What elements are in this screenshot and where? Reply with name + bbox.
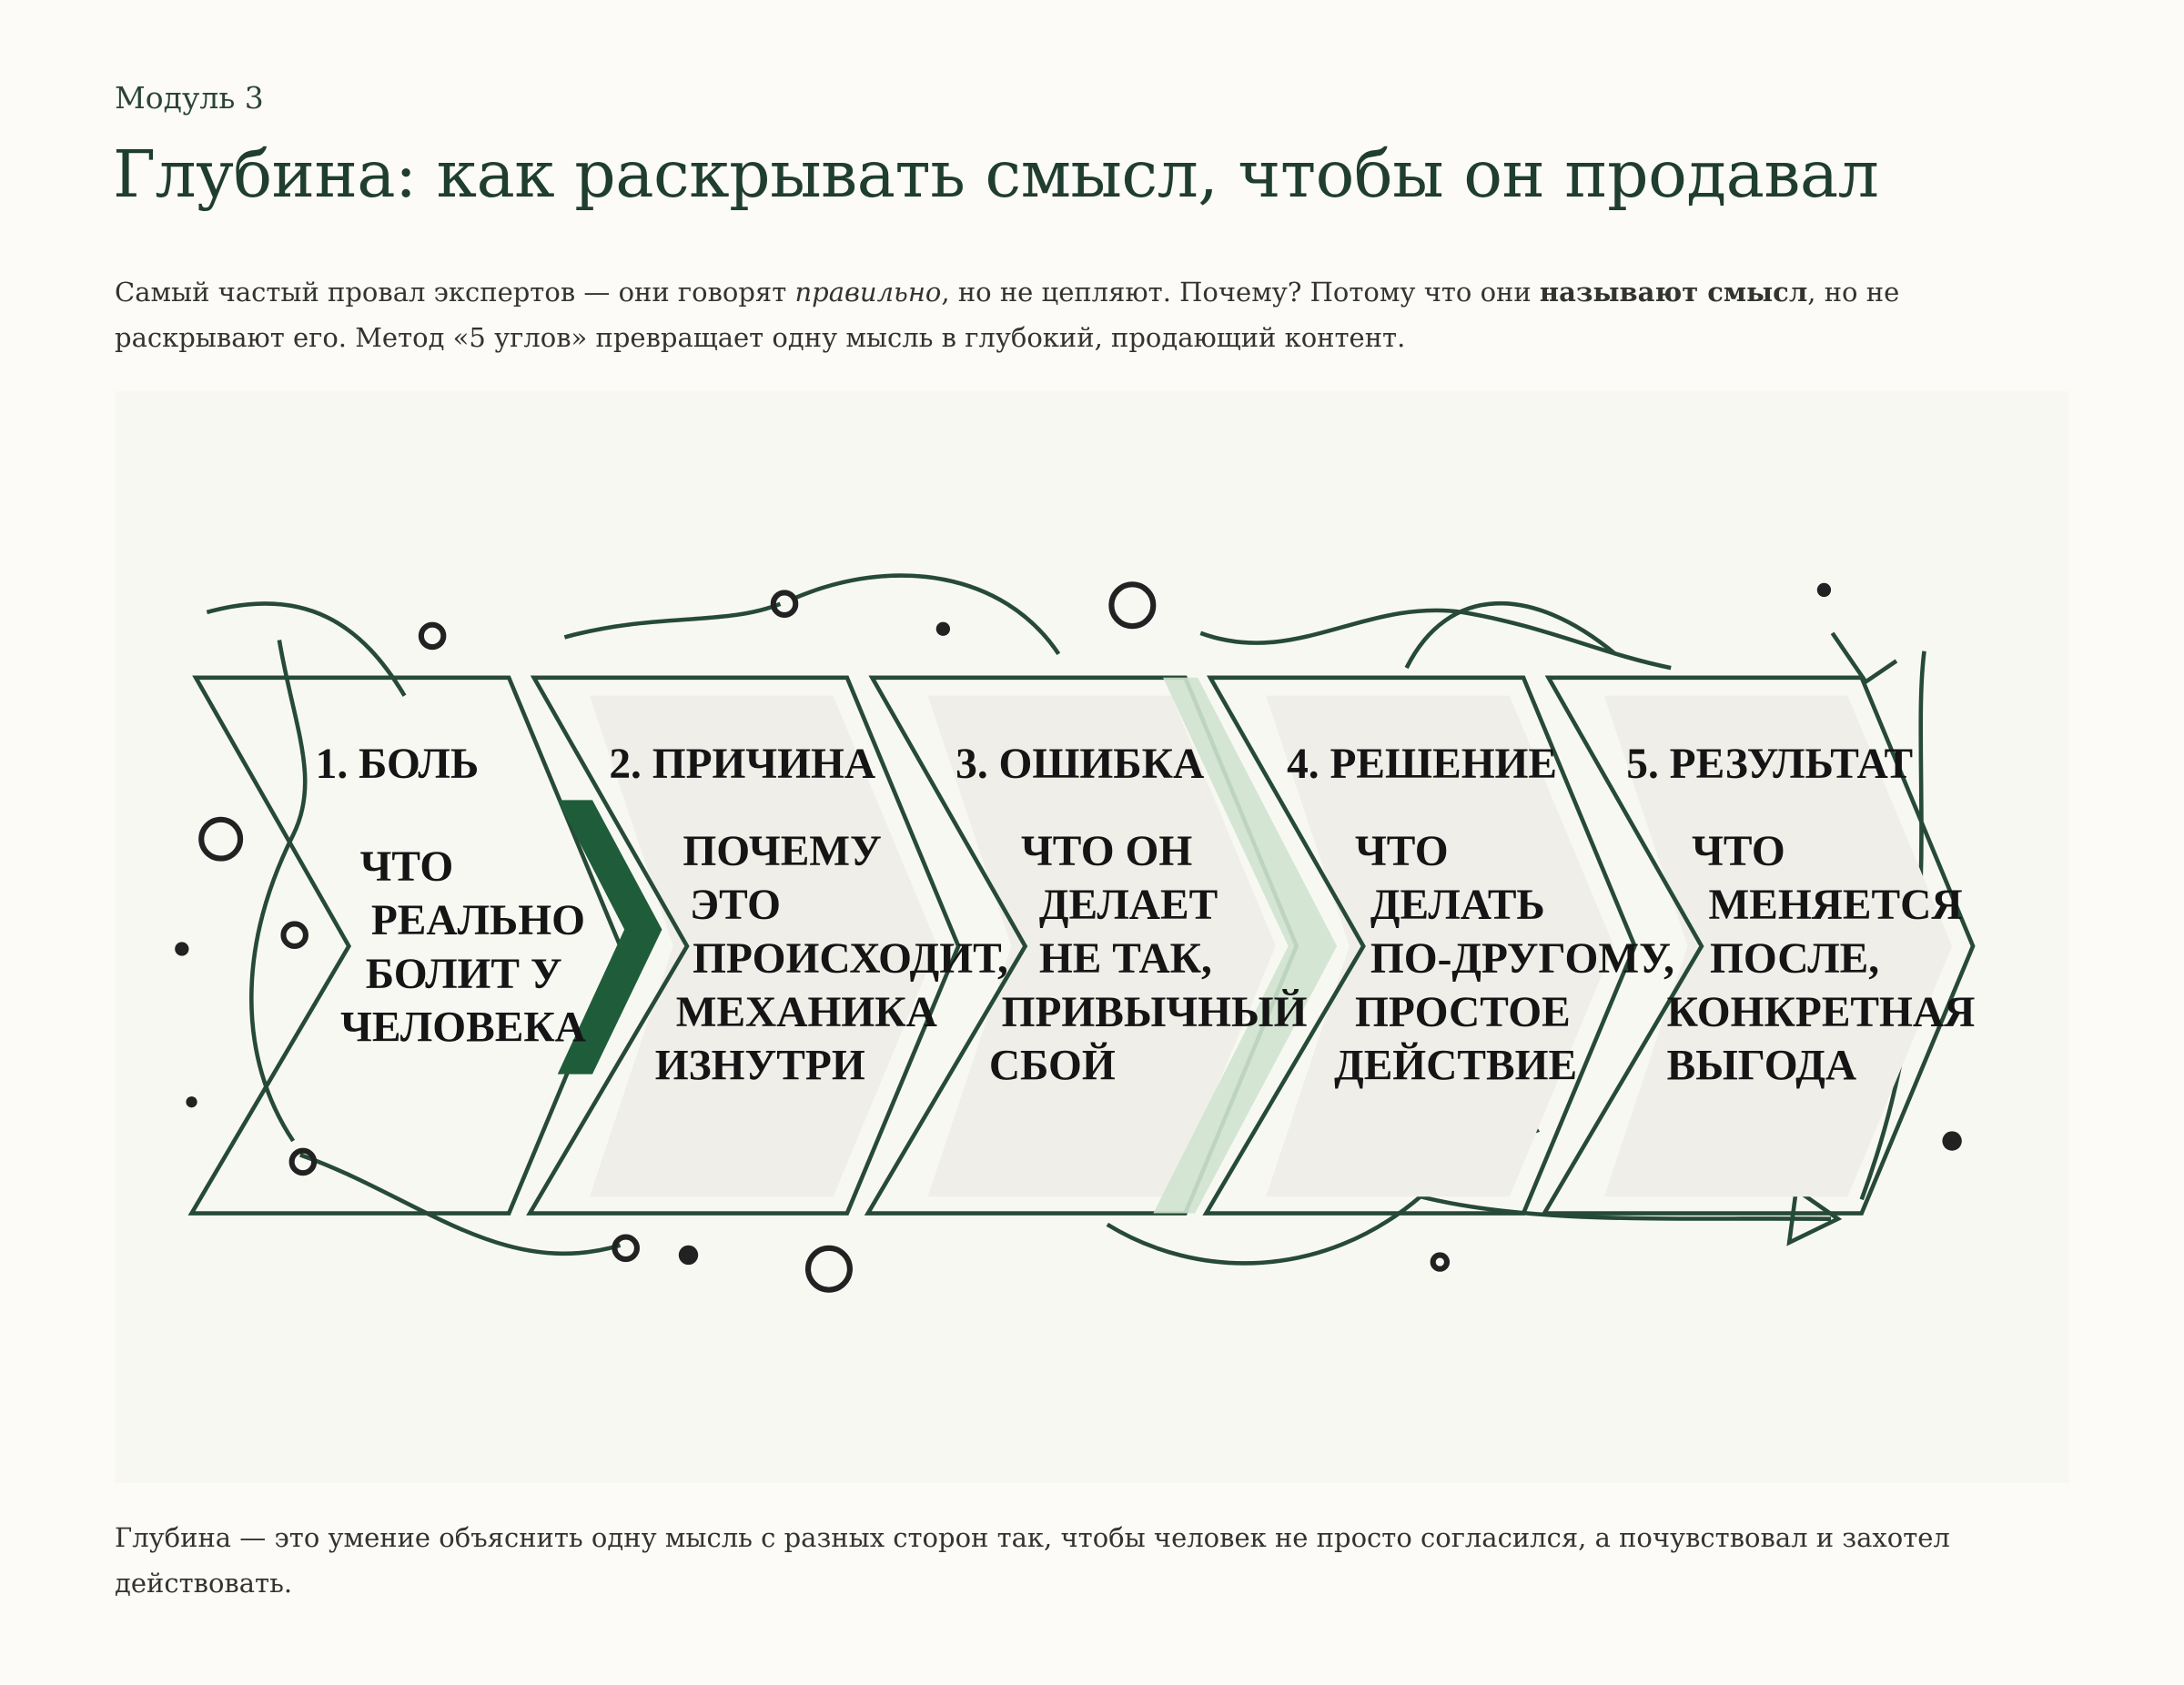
step-description-line: ИЗНУТРИ — [655, 1043, 865, 1090]
step-description-line: ЧТО ОН — [1021, 828, 1192, 875]
step-title: 5. РЕЗУЛЬТАТ — [1626, 741, 1913, 788]
lead-italic: правильно — [794, 277, 942, 308]
step-description-line: КОНКРЕТНАЯ — [1667, 989, 1976, 1036]
lead-text: , но не раскрывают его. Метод «5 углов» … — [115, 277, 1900, 353]
decorative-dots — [175, 582, 1962, 1266]
step-description-line: ЧЕЛОВЕКА — [340, 1004, 586, 1052]
chevron-step-2 — [526, 675, 961, 1216]
lead-text: Самый частый провал экспертов — они гово… — [115, 277, 795, 308]
chevron-fill — [1603, 695, 1953, 1197]
step-description-line: РЕАЛЬНО — [371, 897, 585, 944]
step-texts: 1. БОЛЬ ЧТО РЕАЛЬНО БОЛИТ У ЧЕЛОВЕКА 2. ПРИЧИ… — [316, 741, 1976, 1090]
step-title: 1. БОЛЬ — [316, 741, 480, 788]
chevron-fill — [1266, 695, 1614, 1197]
step-description-line: ДЕЙСТВИЕ — [1334, 1043, 1577, 1090]
five-angles-diagram: 1. БОЛЬ ЧТО РЕАЛЬНО БОЛИТ У ЧЕЛОВЕКА 2. ПРИЧИ… — [115, 391, 2069, 1483]
step-description-line: ДЕЛАТЬ — [1370, 882, 1545, 929]
step-description-line: СБОЙ — [989, 1043, 1116, 1090]
step-description-line: ЭТО — [690, 882, 781, 929]
step-description-line: ДЕЛАЕТ — [1039, 882, 1218, 929]
step-description-line: ЧТО — [1692, 828, 1785, 875]
step-description-line: ПРОСТОЕ — [1355, 989, 1571, 1036]
outro-paragraph: Глубина — это умение объяснить одну мысл… — [115, 1522, 1950, 1599]
step-description-line: НЕ ТАК, — [1039, 935, 1212, 983]
step-title: 2. ПРИЧИНА — [609, 741, 875, 788]
chevron-fill — [927, 695, 1276, 1197]
accent-arrow-dark — [557, 800, 662, 1075]
step-description-line: ПОСЛЕ, — [1710, 935, 1879, 983]
page-title: Глубина: как раскрывать смысл, чтобы он … — [113, 136, 1879, 212]
step-title: 4. РЕШЕНИЕ — [1287, 741, 1557, 788]
step-description-line: МЕНЯЕТСЯ — [1708, 882, 1962, 929]
step-description-line: БОЛИТ У — [366, 951, 562, 998]
chevron-steps — [187, 675, 1976, 1216]
decorative-circles — [198, 581, 1451, 1293]
chevron-step-4 — [1202, 675, 1637, 1216]
step-description-line: ПРИВЫЧНЫЙ — [1002, 989, 1308, 1036]
step-description-line: ВЫГОДА — [1667, 1043, 1856, 1090]
step-description-line: МЕХАНИКА — [676, 989, 937, 1036]
accent-arrow-light — [1153, 677, 1338, 1214]
step-description-line: ЧТО — [1355, 828, 1449, 875]
step-description-line: ПО-ДРУГОМУ, — [1370, 935, 1674, 983]
chevron-fill — [589, 695, 938, 1197]
step-title: 3. ОШИБКА — [956, 741, 1204, 788]
lead-text: , но не цепляют. Почему? Потому что они — [941, 277, 1540, 308]
step-description-line: ПРОИСХОДИТ, — [693, 935, 1008, 983]
step-description-line: ПОЧЕМУ — [682, 828, 881, 875]
lead-paragraph: Самый частый провал экспертов — они гово… — [115, 269, 2071, 360]
step-description-line: ЧТО — [360, 843, 454, 891]
chevron-step-1 — [187, 675, 623, 1216]
chevron-step-5 — [1541, 675, 1976, 1216]
lead-bold: называют смысл — [1539, 277, 1808, 308]
module-label: Модуль 3 — [115, 80, 264, 116]
